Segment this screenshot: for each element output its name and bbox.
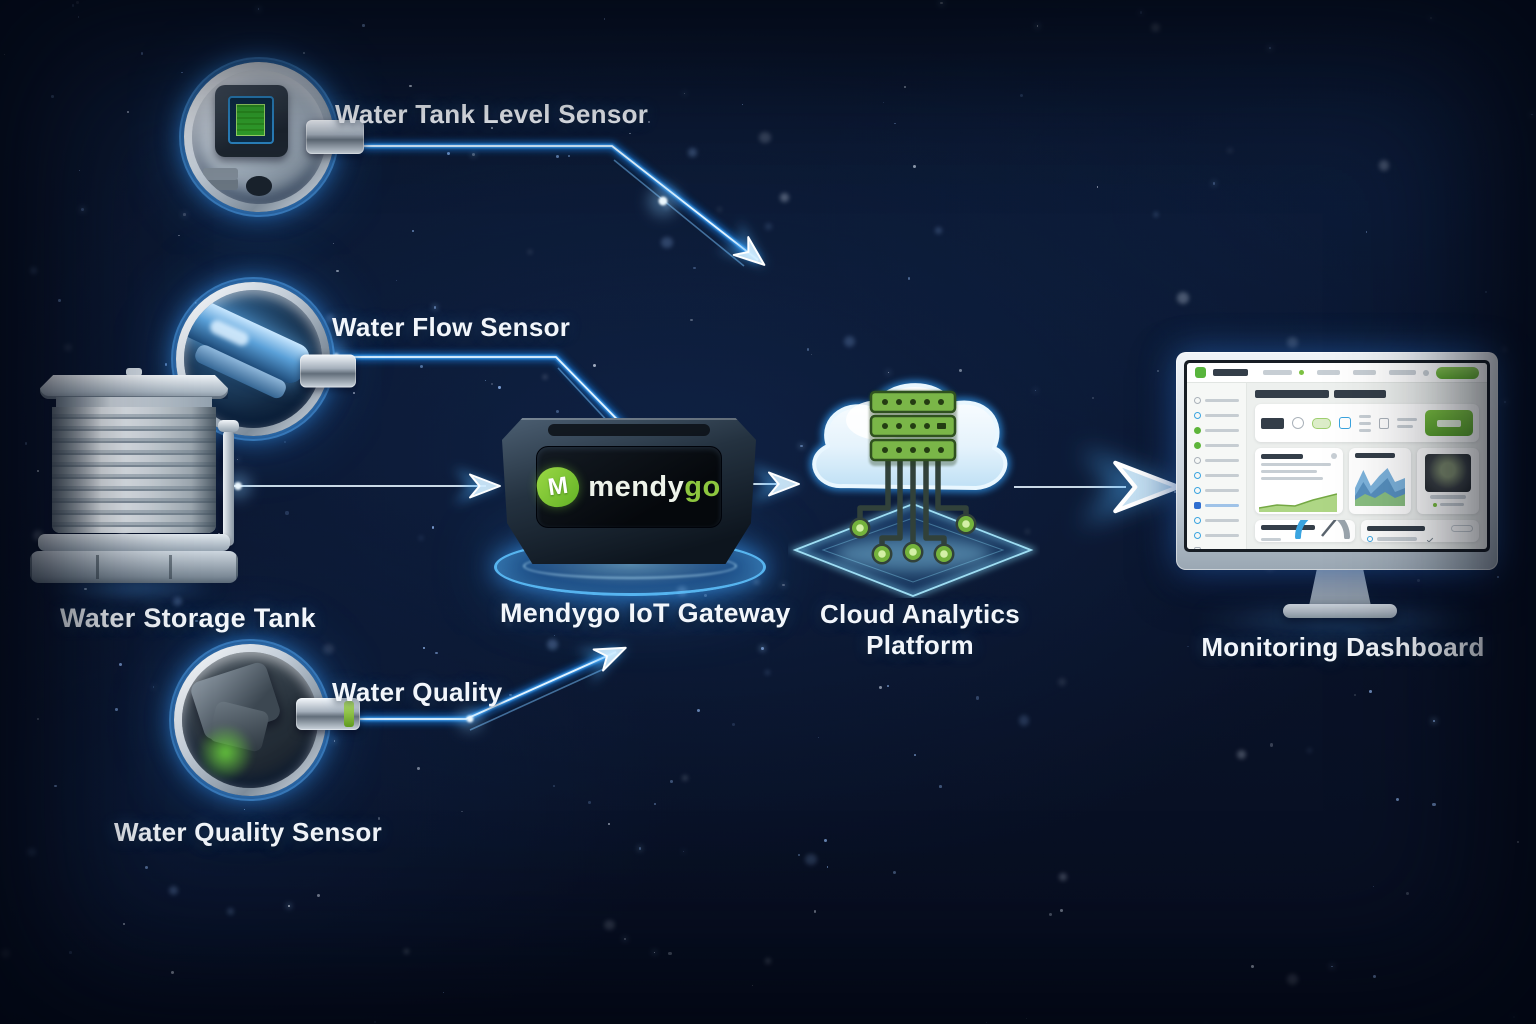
stat-icon — [1338, 417, 1351, 429]
sidebar-item — [1194, 442, 1239, 449]
stat-ticks — [1397, 418, 1418, 428]
tank-flange — [38, 534, 230, 551]
circuit-nodes — [849, 513, 977, 565]
cards-row-2 — [1255, 520, 1479, 542]
sensor-port — [245, 175, 273, 196]
mendygo-wordmark: mendygo — [588, 470, 721, 503]
gauge-card — [1255, 520, 1355, 542]
gateway-top-ridge — [547, 424, 711, 436]
monitoring-dashboard-icon — [1176, 352, 1498, 570]
stat-icon — [1292, 417, 1305, 429]
quality-flow-label: Water Quality — [332, 677, 503, 707]
tank-side-pipe — [218, 420, 239, 546]
sensor-fitting — [202, 167, 238, 180]
list-chart-card — [1255, 448, 1343, 514]
dashboard-main — [1247, 383, 1487, 549]
sidebar-item — [1194, 457, 1239, 464]
nav-item — [1389, 370, 1417, 375]
profile-photo — [1425, 454, 1471, 492]
monitor-stand-neck — [1309, 568, 1371, 606]
stat-green-badge — [1312, 417, 1331, 429]
server-stack-icon — [869, 390, 957, 466]
storage-tank-label: Water Storage Tank — [60, 603, 316, 633]
cloud-label: Cloud Analytics Platform — [819, 599, 1020, 660]
water-quality-sensor-icon — [174, 644, 360, 796]
mendygo-logo-icon: M — [534, 464, 582, 510]
profile-card — [1417, 448, 1479, 514]
status-table-card — [1361, 520, 1479, 542]
sidebar-item — [1194, 427, 1239, 434]
gateway-label: Mendygo IoT Gateway — [500, 598, 791, 628]
green-chip — [235, 103, 265, 136]
tank-collar — [56, 397, 212, 407]
green-bio-glow — [195, 725, 256, 780]
iot-gateway-icon: M mendygo — [494, 418, 766, 618]
monitor-stand-base — [1283, 604, 1397, 618]
trend-mini-chart — [1439, 536, 1473, 542]
sidebar-item — [1194, 487, 1239, 494]
stats-strip — [1255, 404, 1479, 442]
search-pill — [1436, 366, 1480, 379]
sensor-connector — [300, 354, 356, 388]
tank-level-sensor-label: Water Tank Level Sensor — [335, 99, 649, 129]
status-rows — [1367, 535, 1434, 542]
cards-row-1 — [1255, 448, 1479, 514]
flow-sensor-label: Water Flow Sensor — [332, 312, 571, 342]
nav-item — [1262, 370, 1292, 375]
page-heading — [1255, 390, 1479, 398]
sensor-module — [214, 84, 289, 158]
tank-body — [52, 407, 216, 533]
main-chart-card — [1349, 448, 1411, 514]
sidebar-item — [1194, 532, 1239, 539]
mountain-area-chart — [1355, 468, 1405, 506]
sidebar-item — [1194, 472, 1239, 479]
sensor-display — [228, 96, 274, 145]
primary-action-button — [1425, 410, 1473, 436]
gateway-device: M mendygo — [502, 418, 756, 564]
tank-vent — [126, 368, 142, 376]
stat-icon — [1378, 417, 1390, 429]
dashboard-logo-icon — [1195, 367, 1206, 378]
dashboard-sidebar — [1187, 383, 1247, 549]
tank-lid — [40, 375, 228, 399]
monitor-screen — [1184, 360, 1490, 552]
quality-sensor-face — [182, 652, 318, 788]
tank-base — [30, 551, 238, 583]
sidebar-item — [1194, 397, 1239, 404]
sidebar-item — [1194, 412, 1239, 419]
gateway-front-panel: M mendygo — [534, 446, 722, 528]
water-tank-level-sensor-icon — [184, 62, 364, 212]
quality-sensor-label: Water Quality Sensor — [114, 817, 382, 847]
nav-item — [1316, 370, 1340, 375]
tank-level-sensor-face — [192, 70, 326, 204]
cloud-analytics-icon — [788, 358, 1040, 599]
monitor-frame — [1176, 352, 1498, 570]
sidebar-item — [1194, 517, 1239, 524]
nav-item — [1352, 370, 1377, 375]
dashboard-label: Monitoring Dashboard — [1201, 632, 1485, 662]
water-storage-tank-icon — [30, 368, 239, 604]
dashboard-ui — [1187, 363, 1487, 549]
sidebar-item — [1194, 502, 1239, 509]
stat-ticks — [1358, 414, 1371, 432]
sidebar-item — [1194, 547, 1239, 549]
back-icon — [1423, 369, 1430, 376]
circuit-traces — [857, 458, 969, 546]
dashboard-wordmark — [1212, 369, 1248, 376]
dashboard-body — [1187, 383, 1487, 549]
dashboard-topbar — [1187, 363, 1487, 383]
stat-value — [1261, 417, 1285, 429]
nav-active-dot — [1298, 370, 1304, 375]
green-area-chart — [1259, 493, 1337, 512]
gauge-chart — [1294, 520, 1351, 539]
